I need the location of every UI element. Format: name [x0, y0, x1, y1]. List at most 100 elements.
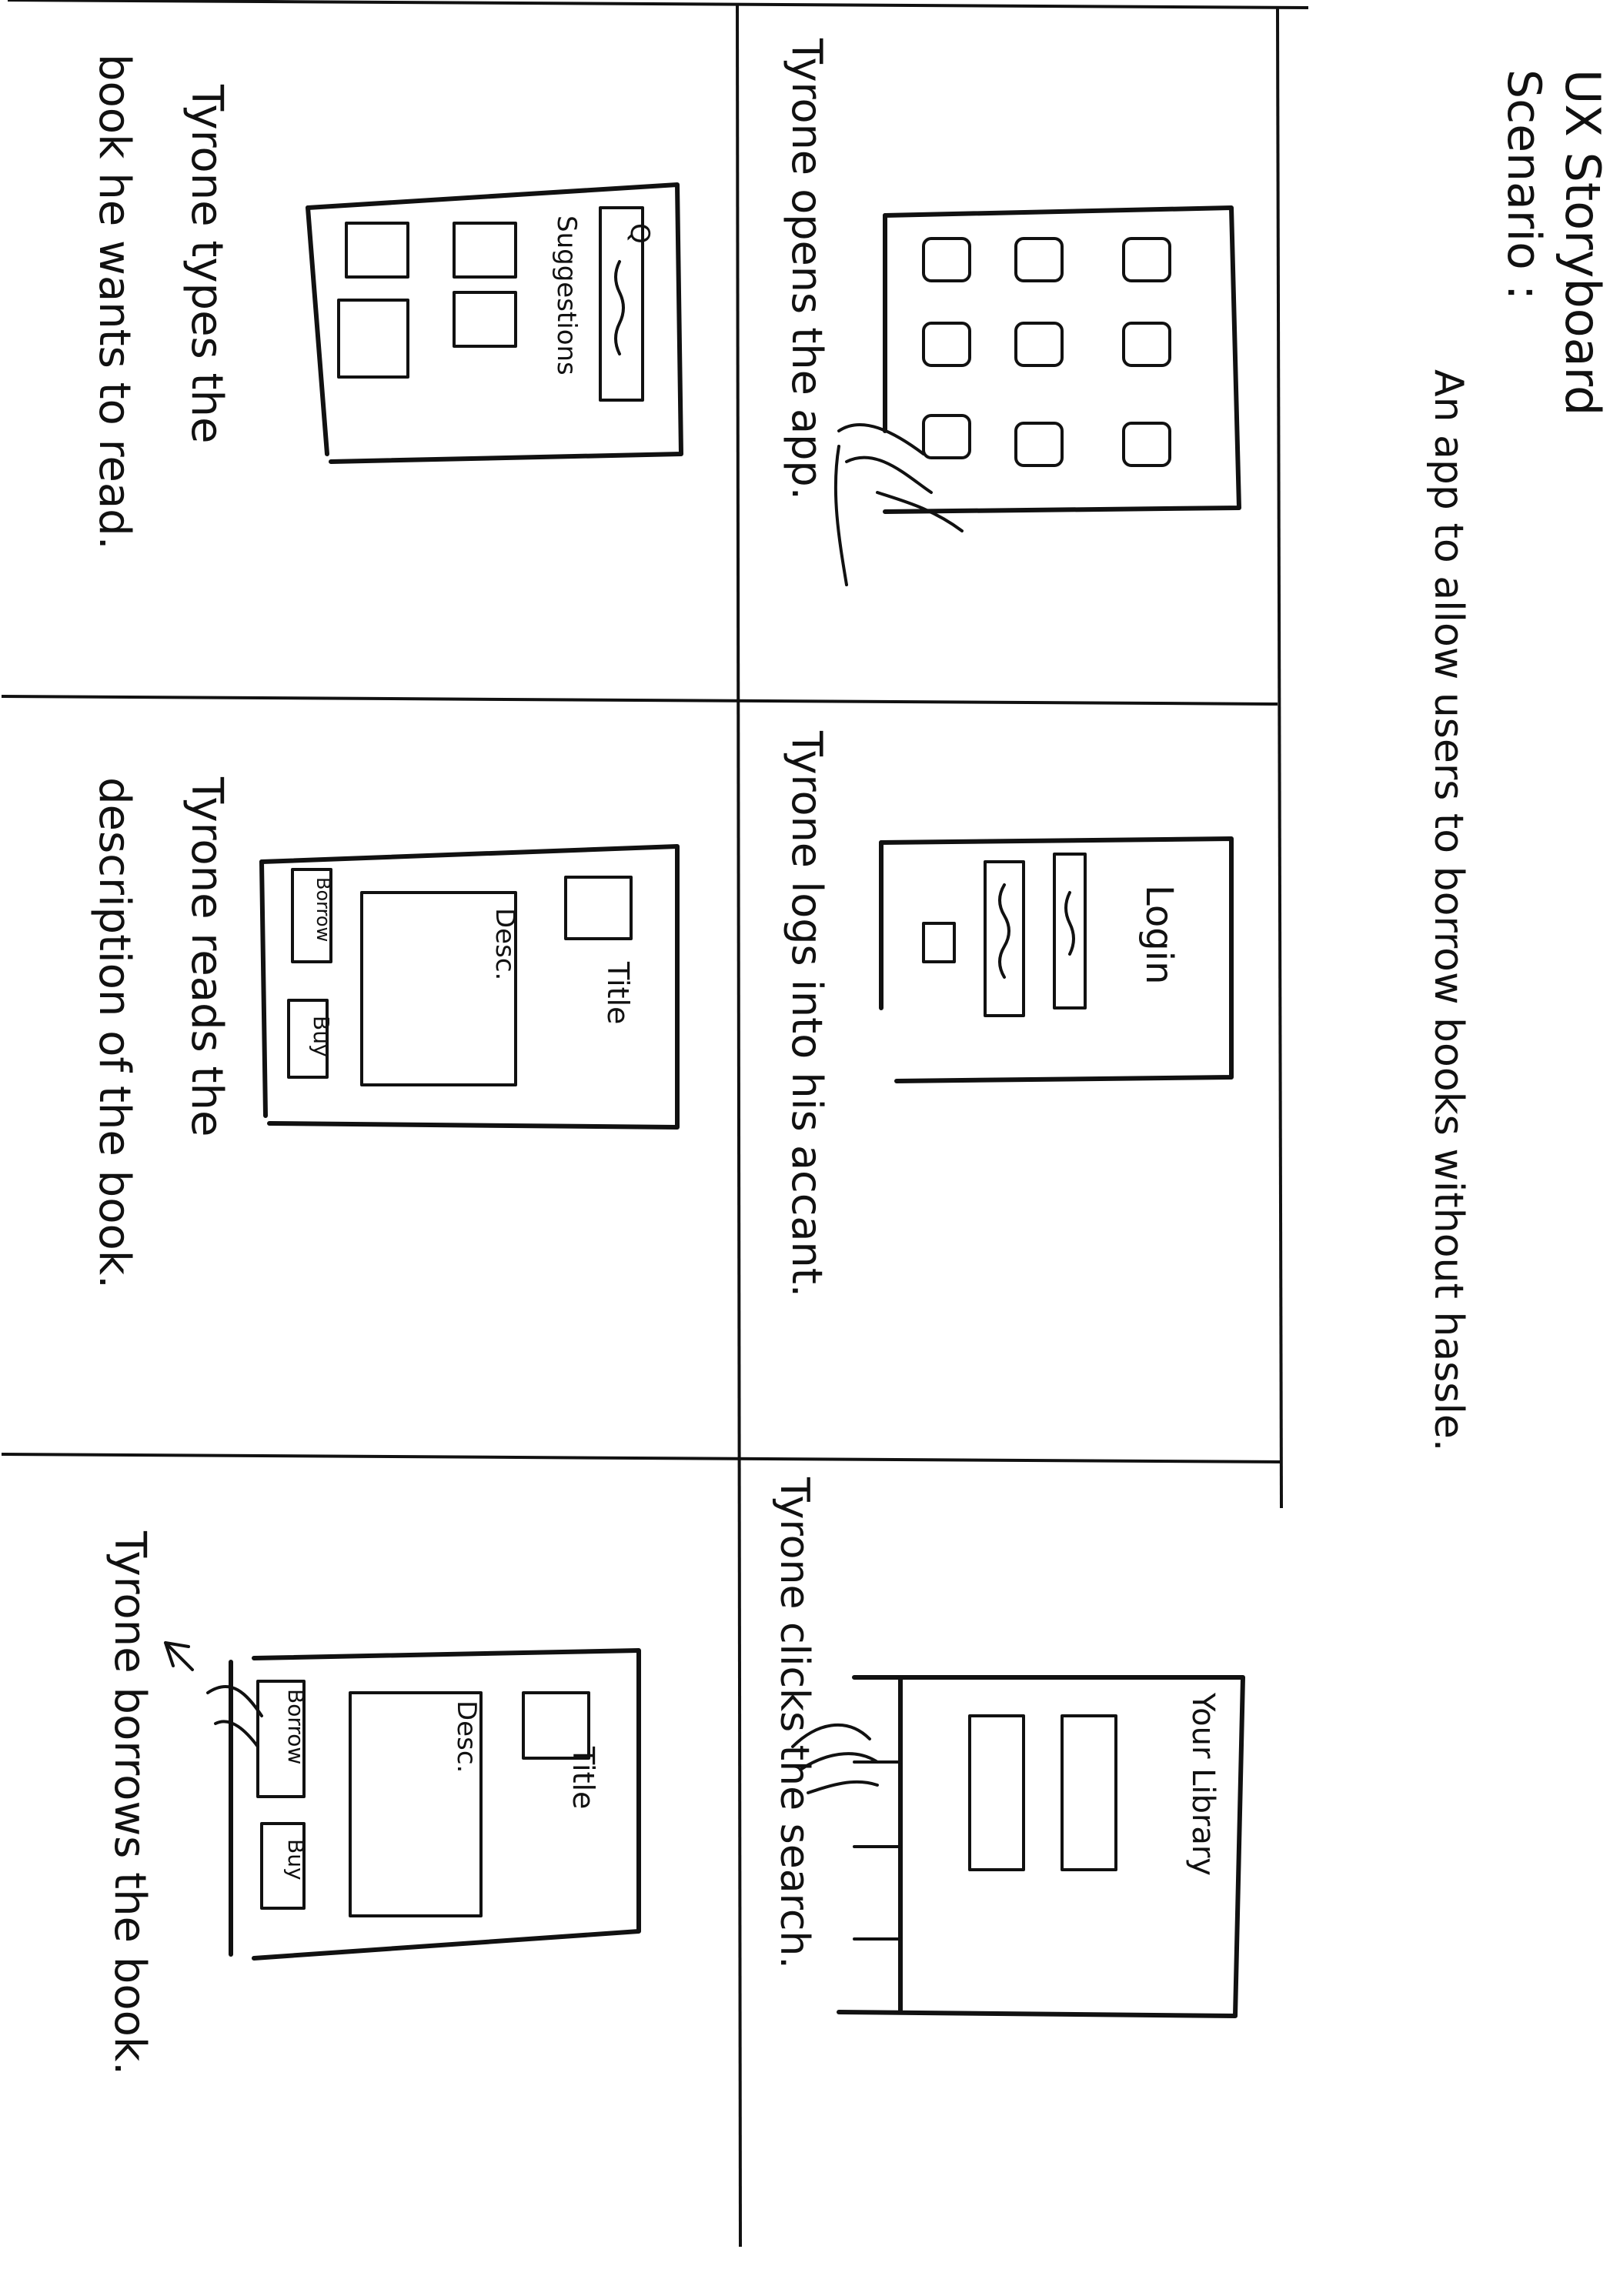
app-icon	[922, 322, 971, 367]
squiggle	[614, 260, 625, 355]
buy-label-group: Buy	[309, 1016, 334, 1057]
buy-button-label: Buy	[283, 1839, 309, 1881]
library-book-card	[1061, 1714, 1117, 1871]
app-icon	[1122, 422, 1171, 467]
sketch-library-screen: Your Library	[791, 1675, 1245, 2018]
caption-panel-5-line1: Tyrone reads the	[182, 776, 232, 1136]
borrow-button-label: Borrow	[312, 877, 334, 942]
scenario-text: An app to allow users to borrow books wi…	[1425, 369, 1471, 1451]
book-title-group: Title	[566, 1746, 600, 1809]
app-icon-selected	[922, 414, 971, 459]
app-icon	[1122, 322, 1171, 367]
book-cover	[564, 876, 633, 940]
buy-button	[287, 999, 329, 1079]
suggestion-tile	[337, 299, 409, 379]
caption-panel-4-line2: book he wants to read.	[89, 54, 139, 550]
borrow-button	[291, 868, 332, 963]
search-glyph-group: Q	[624, 223, 655, 244]
suggestions-label: Suggestions	[551, 215, 582, 375]
phone-frame	[306, 182, 683, 464]
search-icon: Q	[624, 223, 655, 244]
app-icon-grid	[922, 237, 1171, 467]
caption-panel-6: Tyrone borrows the book.	[105, 1530, 155, 2075]
login-title: Login	[1137, 885, 1181, 985]
grid-row1-line	[1, 695, 1278, 706]
book-desc-label-group: Desc.	[489, 908, 520, 980]
app-icon	[1014, 237, 1064, 282]
borrow-label-group: Borrow	[312, 877, 334, 942]
sketch-app-home-screen	[833, 205, 1241, 586]
caption-panel-4-line1-group: Tyrone types the	[182, 84, 232, 443]
caption-panel-6-group: Tyrone borrows the book.	[105, 1530, 155, 2075]
phone-frame	[883, 205, 1241, 514]
phone-frame	[837, 1675, 1245, 2018]
sketch-book-detail-screen: Title Desc. Borrow Buy	[259, 844, 680, 1130]
book-desc-label: Desc.	[489, 908, 520, 980]
grid-top-line	[7, 0, 1309, 9]
caption-panel-4-line1: Tyrone types the	[182, 84, 232, 443]
scenario-text-group: An app to allow users to borrow books wi…	[1425, 369, 1471, 1451]
app-icon	[1122, 237, 1171, 282]
book-title-group: Title	[601, 961, 635, 1024]
phone-frame-left-edge	[259, 859, 268, 1118]
squiggle	[998, 883, 1010, 979]
borrow-label-group: Borrow	[283, 1689, 309, 1764]
caption-panel-1: Tyrone opens the app.	[783, 38, 831, 500]
library-book-card	[968, 1714, 1025, 1871]
caption-panel-5-line2-group: description of the book.	[89, 777, 139, 1289]
suggestion-tile	[453, 222, 517, 279]
scenario-label: Scenario :	[1497, 69, 1551, 300]
buy-button-label: Buy	[309, 1016, 334, 1057]
book-description-box	[360, 891, 517, 1086]
login-title-group: Login	[1137, 885, 1181, 985]
borrow-button-label: Borrow	[283, 1689, 309, 1764]
book-description-box	[349, 1691, 483, 1917]
phone-frame	[259, 844, 680, 1130]
app-icon	[1014, 422, 1064, 467]
caption-panel-3-group: Tyrone clicks the search.	[771, 1477, 817, 1969]
book-desc-label-group: Desc.	[451, 1700, 482, 1773]
phone-frame-left-edge	[306, 205, 329, 456]
book-desc-label: Desc.	[451, 1700, 482, 1773]
buy-label-group: Buy	[283, 1839, 309, 1881]
storyboard-title-group: UX Storyboard	[1555, 69, 1610, 415]
app-icon	[1014, 322, 1064, 367]
library-title: Your Library	[1185, 1692, 1221, 1876]
phone-frame	[252, 1648, 641, 1961]
storyboard-title: UX Storyboard	[1555, 69, 1610, 415]
caption-panel-5-line1-group: Tyrone reads the	[182, 776, 232, 1136]
phone-frame	[879, 836, 1234, 1083]
squiggle	[1064, 891, 1075, 956]
storyboard-grid	[1, 0, 1309, 2248]
login-username-field	[1053, 853, 1087, 1010]
app-icon	[922, 237, 971, 282]
grid-row2-line	[1, 1453, 1282, 1463]
book-title: Title	[566, 1746, 600, 1809]
caption-panel-3: Tyrone clicks the search.	[771, 1477, 817, 1969]
hand-pointer-icon	[791, 1723, 879, 1794]
suggestions-label-group: Suggestions	[551, 215, 582, 375]
search-bar	[599, 206, 644, 402]
book-cover	[522, 1691, 590, 1760]
caption-panel-5-line2: description of the book.	[89, 777, 139, 1289]
caption-panel-2: Tyrone logs into his accant.	[783, 730, 831, 1297]
caption-panel-2-group: Tyrone logs into his accant.	[783, 730, 831, 1297]
sketch-search-screen: Q Suggestions	[306, 182, 683, 464]
book-title: Title	[601, 961, 635, 1024]
login-submit-button	[922, 922, 956, 963]
caption-panel-4-line2-group: book he wants to read.	[89, 54, 139, 550]
scenario-label-group: Scenario :	[1497, 69, 1551, 300]
library-title-group: Your Library	[1185, 1692, 1221, 1876]
suggestion-tile	[345, 222, 409, 279]
login-password-field	[984, 860, 1025, 1017]
sketch-borrow-screen: Title Desc. Borrow Buy	[164, 1641, 641, 1961]
grid-right-border	[1276, 7, 1283, 1509]
borrow-button	[256, 1680, 306, 1798]
suggestion-tile	[453, 291, 517, 348]
caption-panel-1-group: Tyrone opens the app.	[783, 38, 831, 500]
grid-middle-column-line	[736, 3, 742, 2248]
buy-button	[260, 1822, 306, 1910]
hand-pointer-icon	[164, 1641, 263, 1748]
